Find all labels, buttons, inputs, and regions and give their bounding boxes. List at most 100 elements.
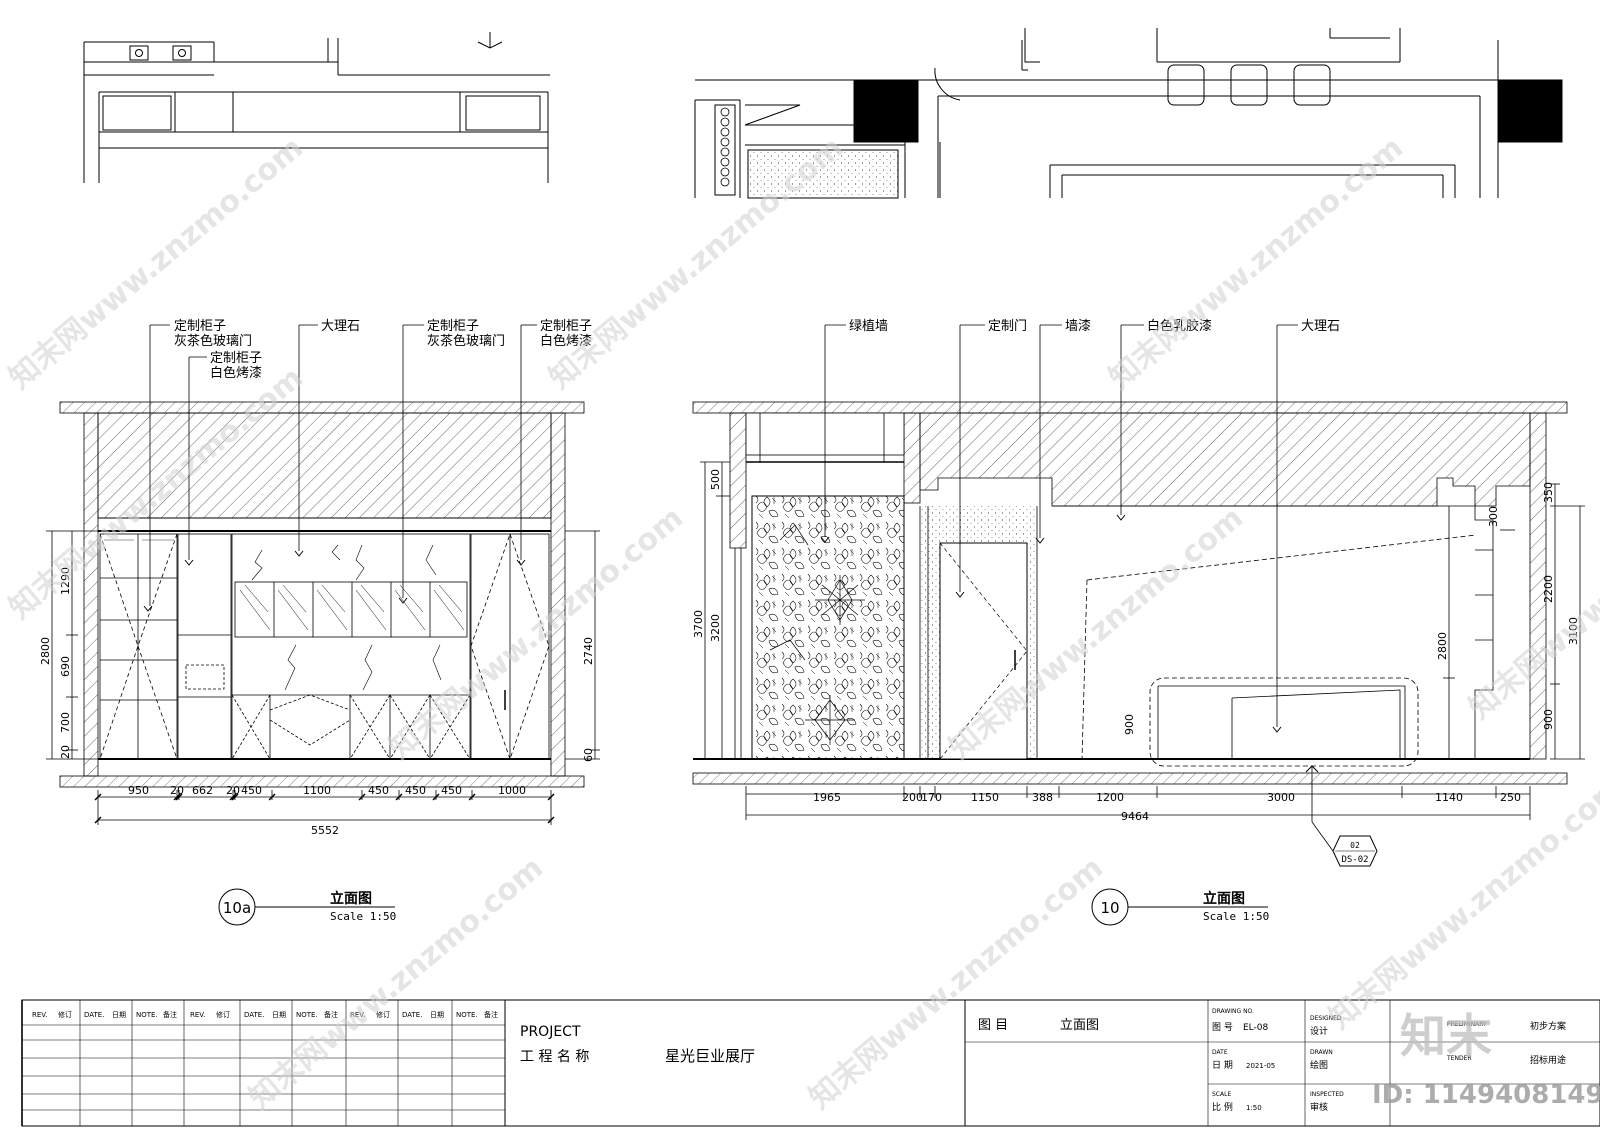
drawing-number-10a: 10a <box>223 899 251 917</box>
title-block: REV. 修订 DATE. 日期 NOTE. 备注 REV. 修订 DATE. … <box>21 999 1600 1127</box>
rev-header-11: NOTE. <box>296 1011 318 1019</box>
scale-label: 比 例 <box>1212 1101 1233 1113</box>
dim-10-388: 388 <box>1032 791 1053 804</box>
drawing-title-value: 立面图 <box>1060 1018 1099 1033</box>
dim-10a-1000: 1000 <box>498 784 526 797</box>
dim-10-center-2800: 2800 <box>1436 632 1449 660</box>
dim-10-1140: 1140 <box>1435 791 1463 804</box>
label-10a-4-line1: 定制柜子 <box>427 319 479 334</box>
rev-header-7: REV. <box>190 1011 205 1019</box>
drawing-no-label: 图 号 <box>1212 1022 1233 1033</box>
drawing-no-value: EL-08 <box>1243 1023 1269 1033</box>
tender-label: 招标用途 <box>1530 1054 1566 1066</box>
plan-fragment-right <box>694 28 1563 199</box>
rev-header-13: REV. <box>350 1011 365 1019</box>
green-plant-wall <box>751 495 905 760</box>
dim-10-200: 200 <box>902 791 923 804</box>
dim-10-3000: 3000 <box>1267 791 1295 804</box>
dim-10a-450c: 450 <box>405 784 426 797</box>
label-10-marble: 大理石 <box>1301 319 1340 334</box>
drawn-en: DRAWN <box>1310 1049 1333 1056</box>
label-10-custom-door: 定制门 <box>988 319 1027 334</box>
dim-10a-20a: 20 <box>170 784 184 797</box>
preliminary-label: 初步方案 <box>1530 1020 1566 1032</box>
drawing-title-10: 立面图 <box>1203 890 1245 907</box>
dim-10a-450a: 450 <box>241 784 262 797</box>
drawn-label: 绘图 <box>1310 1059 1328 1071</box>
dim-10a-left-690: 690 <box>59 656 72 677</box>
drawing-scale-10a: Scale 1:50 <box>330 910 396 923</box>
date-value: 2021-05 <box>1246 1062 1275 1070</box>
label-10a-2-line1: 定制柜子 <box>210 351 262 366</box>
rev-header-2: 修订 <box>58 1010 72 1019</box>
watermark-logo-block: 知末 ID: 1149408149 <box>1372 1009 1600 1110</box>
drawing-title-10a: 立面图 <box>330 890 372 907</box>
dim-10-left-500: 500 <box>709 469 722 490</box>
rev-header-5: NOTE. <box>136 1011 158 1019</box>
dim-10-right-900: 900 <box>1542 709 1555 730</box>
elevation-10a: 定制柜子 灰茶色玻璃门 定制柜子 白色烤漆 大理石 定制柜子 灰茶色玻璃门 定制… <box>39 319 600 926</box>
inspected-label: 审核 <box>1310 1101 1328 1113</box>
drawing-no-en: DRAWING NO. <box>1212 1008 1254 1015</box>
label-10a-5-line2: 白色烤漆 <box>540 333 592 349</box>
rev-header-1: REV. <box>32 1011 47 1019</box>
rev-header-16: 日期 <box>430 1011 444 1019</box>
preliminary-en: PRELIMINARY <box>1447 1021 1487 1028</box>
tender-en: TENDER <box>1446 1055 1472 1062</box>
label-10-white-latex: 白色乳胶漆 <box>1147 318 1212 334</box>
dim-10a-left-20: 20 <box>59 745 72 759</box>
rev-header-14: 修订 <box>376 1010 390 1019</box>
dim-10-right-300: 300 <box>1487 506 1500 527</box>
label-10a-2-line2: 白色烤漆 <box>210 365 262 381</box>
scale-value: 1:50 <box>1246 1104 1262 1112</box>
dim-10a-right-2740: 2740 <box>582 637 595 665</box>
dim-10a-20b: 20 <box>226 784 240 797</box>
dim-10-1150: 1150 <box>971 791 999 804</box>
dim-10a-right-60: 60 <box>582 748 595 762</box>
watermark-id: ID: 1149408149 <box>1372 1080 1600 1110</box>
dim-10a-left-1290: 1290 <box>59 567 72 595</box>
drawing-scale-10: Scale 1:50 <box>1203 910 1269 923</box>
watermark-text-1: 知末网www.znzmo.com <box>3 130 310 396</box>
dim-10a-450d: 450 <box>441 784 462 797</box>
dim-10a-450b: 450 <box>368 784 389 797</box>
detail-tag-number: 02 <box>1350 841 1360 850</box>
dim-10a-950: 950 <box>128 784 149 797</box>
project-name: 星光巨业展厅 <box>665 1047 755 1065</box>
project-name-label: 工 程 名 称 <box>520 1049 589 1065</box>
dim-10-left-3200: 3200 <box>709 614 722 642</box>
designed-label: 设计 <box>1310 1025 1328 1037</box>
date-label: 日 期 <box>1212 1060 1233 1071</box>
dim-10-left-3700: 3700 <box>692 610 705 638</box>
watermark-text-5: 知末网www.znzmo.com <box>383 500 690 766</box>
dim-10a-662: 662 <box>192 784 213 797</box>
label-10a-4-line2: 灰茶色玻璃门 <box>427 333 505 349</box>
label-10-wall-paint: 墙漆 <box>1065 318 1091 334</box>
watermark-text-2: 知末网www.znzmo.com <box>543 130 850 396</box>
elevation-10: 绿植墙 定制门 墙漆 白色乳胶漆 大理石 1965 200 170 1150 <box>692 318 1585 926</box>
date-en: DATE <box>1212 1049 1228 1056</box>
rev-header-4: 日期 <box>112 1011 126 1019</box>
dim-10a-1100: 1100 <box>303 784 331 797</box>
project-label: PROJECT <box>520 1024 581 1040</box>
scale-en: SCALE <box>1212 1091 1231 1098</box>
label-10a-1-line1: 定制柜子 <box>174 319 226 334</box>
label-10a-3: 大理石 <box>321 319 360 334</box>
rev-header-18: 备注 <box>484 1010 498 1019</box>
dim-10-total: 9464 <box>1121 810 1149 823</box>
dim-10-250: 250 <box>1500 791 1521 804</box>
rev-header-10: 日期 <box>272 1011 286 1019</box>
dim-10-1200: 1200 <box>1096 791 1124 804</box>
rev-header-17: NOTE. <box>456 1011 478 1019</box>
watermark-text-3: 知末网www.znzmo.com <box>1103 130 1410 396</box>
watermark-logo: 知末 <box>1400 1009 1492 1063</box>
drawing-number-10: 10 <box>1100 899 1119 917</box>
watermark-text-10: 知末网www.znzmo.com <box>1323 770 1600 1036</box>
drawing-title-label: 图 目 <box>978 1018 1008 1033</box>
label-10a-1-line2: 灰茶色玻璃门 <box>174 333 252 349</box>
dim-10-center-900: 900 <box>1123 714 1136 735</box>
designed-en: DESIGNED <box>1310 1015 1342 1022</box>
rev-header-8: 修订 <box>216 1010 230 1019</box>
dim-10a-left-700: 700 <box>59 712 72 733</box>
